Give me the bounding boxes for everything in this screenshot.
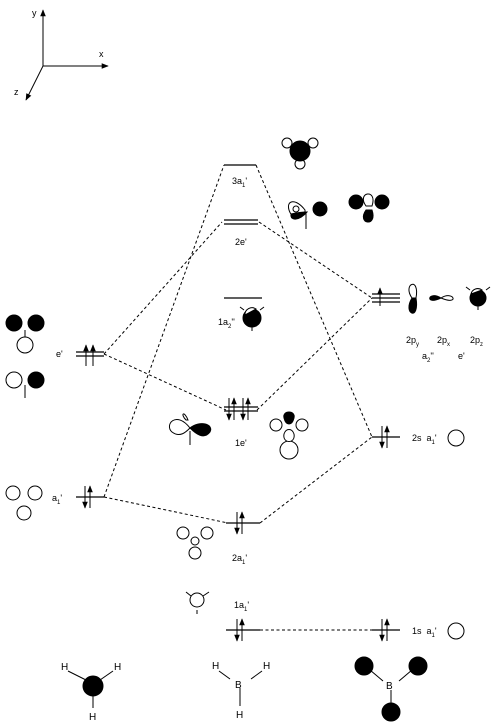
h3-e-orbital-2-icon: [5, 371, 45, 398]
svg-text:1a2'': 1a2'': [218, 317, 235, 330]
svg-text:B: B: [235, 680, 242, 691]
correlation-lines: [103, 164, 373, 631]
svg-text:H: H: [114, 662, 121, 673]
mo-1a1: 1a1': [226, 600, 260, 642]
b-2px-orbital-icon: [429, 295, 454, 301]
mo-1e-orbital-1-icon: [168, 413, 212, 445]
mo-3a1-orbital-icon: [281, 137, 319, 170]
svg-text:2pz: 2pz: [470, 335, 483, 348]
mo-2e-orbital-1-icon: [287, 201, 328, 229]
z-axis: [25, 65, 44, 101]
svg-text:H: H: [236, 710, 243, 721]
mo-1a2-orbital-icon: [239, 306, 265, 331]
mo-2e-label: 2e': [235, 237, 247, 247]
b-atom-molecule: B: [354, 656, 428, 722]
mo-3a1: 3a1': [224, 164, 256, 189]
svg-text:H: H: [61, 662, 68, 673]
svg-text:3a1': 3a1': [232, 176, 247, 189]
h3-molecule: H H H: [61, 662, 121, 723]
svg-text:H: H: [89, 712, 96, 723]
mo-2a1-orbital-icon: [176, 526, 214, 560]
svg-text:B: B: [386, 681, 393, 692]
svg-text:a1': a1': [52, 493, 62, 506]
b-2p-level: 2py 2px 2pz a2'' e': [372, 287, 483, 364]
h3-e-level: e': [56, 344, 104, 366]
b-2py-orbital-icon: [408, 284, 418, 314]
h3-a1-orbital-icon: [5, 485, 43, 521]
h3-a1-level: a1': [52, 485, 104, 509]
h3-e-label: e': [56, 349, 63, 359]
mo-1a2: 1a2'': [218, 297, 262, 330]
mo-2e-orbital-2-icon: [348, 193, 390, 223]
mo-1e: 1e': [224, 397, 258, 448]
bh3-molecule: H H B H: [212, 661, 270, 721]
h3-e-orbital-1-icon: [5, 314, 45, 354]
b-1s-orbital-icon: [447, 622, 465, 640]
z-axis-label: z: [14, 87, 19, 97]
mo-1e-orbital-2-icon: [269, 411, 309, 460]
y-axis-label: y: [32, 8, 37, 18]
mo-1a1-orbital-icon: [185, 591, 210, 614]
b-2s-orbital-icon: [447, 429, 465, 447]
x-axis-label: x: [99, 49, 104, 59]
svg-text:a2'': a2'': [422, 351, 434, 364]
svg-text:H: H: [263, 661, 270, 672]
coordinate-axes: y x z: [14, 8, 109, 101]
mo-2a1: 2a1': [226, 511, 260, 566]
svg-text:H: H: [212, 661, 219, 672]
h3-center-icon: [82, 675, 104, 697]
b-2pz-orbital-icon: [465, 286, 491, 310]
mo-2e: 2e': [224, 219, 258, 247]
mo-1e-label: 1e': [235, 438, 247, 448]
svg-text:1a1': 1a1': [234, 600, 249, 613]
b-2p-e-label: e': [458, 351, 465, 361]
svg-text:2a1': 2a1': [232, 553, 247, 566]
svg-text:2py: 2py: [406, 335, 419, 348]
svg-text:2px: 2px: [437, 335, 450, 348]
